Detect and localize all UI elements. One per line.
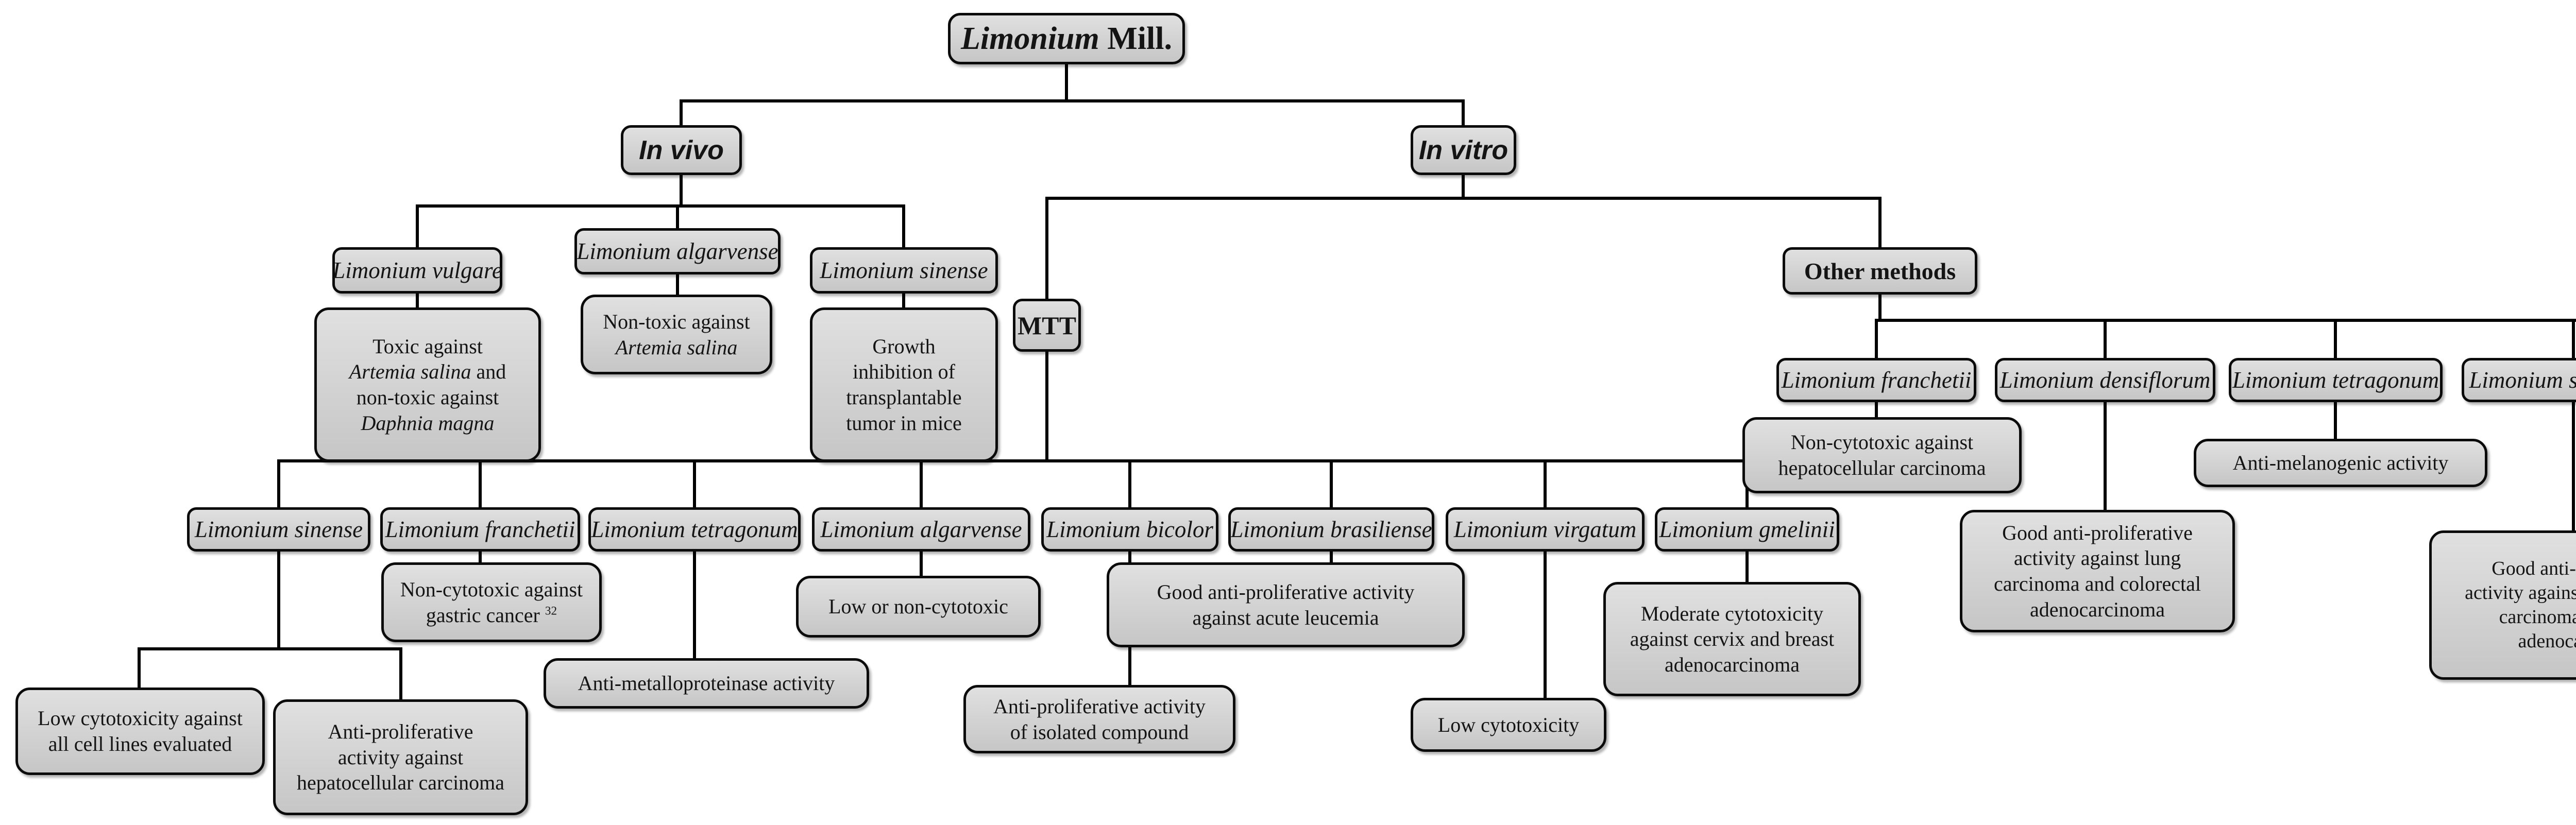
effect-noncytotoxic-gastric-cancer: Non-cytotoxic against gastric cancer 32: [381, 562, 602, 642]
species-limonium-tetragonum-other: Limonium tetragonum: [2229, 358, 2443, 402]
node-other-methods: Other methods: [1783, 247, 1977, 295]
node-limonium-mill: Limonium Mill.: [948, 13, 1185, 64]
effect-nontoxic-artemia: Non-toxic against Artemia salina: [581, 295, 772, 374]
species-limonium-algarvense-mtt: Limonium algarvense: [812, 507, 1030, 552]
species-limonium-gmelinii: Limonium gmelinii: [1655, 507, 1839, 552]
species-limonium-virgatum: Limonium virgatum: [1446, 507, 1645, 552]
connector: [416, 204, 905, 247]
effect-moderate-cytotoxicity-cervix-breast: Moderate cytotoxicity against cervix and…: [1603, 582, 1861, 696]
species-limonium-bicolor: Limonium bicolor: [1041, 507, 1218, 552]
effect-good-antiproliferative-lung-colorectal: Good anti-proliferative activity against…: [1960, 510, 2235, 632]
species-limonium-franchetii-mtt: Limonium franchetii: [380, 507, 580, 552]
node-in-vivo: In vivo: [621, 125, 742, 175]
effect-low-cytotoxicity-all-cell-lines: Low cytotoxicity against all cell lines …: [15, 688, 265, 775]
connector: [1875, 319, 2576, 358]
connector: [680, 99, 1465, 125]
node-mtt: MTT: [1013, 299, 1081, 352]
connector: [1045, 197, 1882, 299]
species-limonium-densiflorum: Limonium densiflorum: [1995, 358, 2215, 402]
effect-growth-inhibition-tumor-mice: Growth inhibition of transplantable tumo…: [810, 307, 998, 462]
effect-antiproliferative-isolated-compound: Anti-proliferative activity of isolated …: [963, 685, 1235, 753]
node-in-vitro: In vitro: [1411, 125, 1516, 175]
species-limonium-algarvense-invivo: Limonium algarvense: [574, 228, 781, 274]
effect-toxic-artemia-nontoxic-daphnia: Toxic against Artemia salina and non-tox…: [314, 307, 541, 462]
species-limonium-tetragonum-mtt: Limonium tetragonum: [588, 507, 801, 552]
species-limonium-brasiliense: Limonium brasiliense: [1228, 507, 1434, 552]
effect-low-cytotoxicity: Low cytotoxicity: [1411, 698, 1606, 752]
species-limonium-vulgare: Limonium vulgare: [332, 247, 502, 294]
species-limonium-sinense-invivo: Limonium sinense: [810, 247, 998, 294]
effect-good-antiproliferative-acute-leucemia: Good anti-proliferative activity against…: [1107, 562, 1465, 647]
effect-good-antiproliferative-hepatocellular-breast: Good anti-proliferative activity against…: [2429, 530, 2576, 680]
effect-anti-melanogenic: Anti-melanogenic activity: [2194, 439, 2487, 487]
species-limonium-franchetii-other: Limonium franchetii: [1776, 358, 1976, 402]
effect-antiproliferative-hepatocellular: Anti-proliferative activity against hepa…: [273, 699, 528, 815]
effect-noncytotoxic-hepatocellular: Non-cytotoxic against hepatocellular car…: [1742, 417, 2022, 493]
species-limonium-sokotranum: Limonium sokotranum: [2462, 358, 2576, 402]
effect-low-or-non-cytotoxic: Low or non-cytotoxic: [796, 576, 1041, 638]
connector: [138, 647, 402, 699]
connector: [277, 459, 1749, 507]
effect-anti-metalloproteinase: Anti-metalloproteinase activity: [544, 658, 869, 709]
species-limonium-sinense-mtt: Limonium sinense: [187, 507, 370, 552]
